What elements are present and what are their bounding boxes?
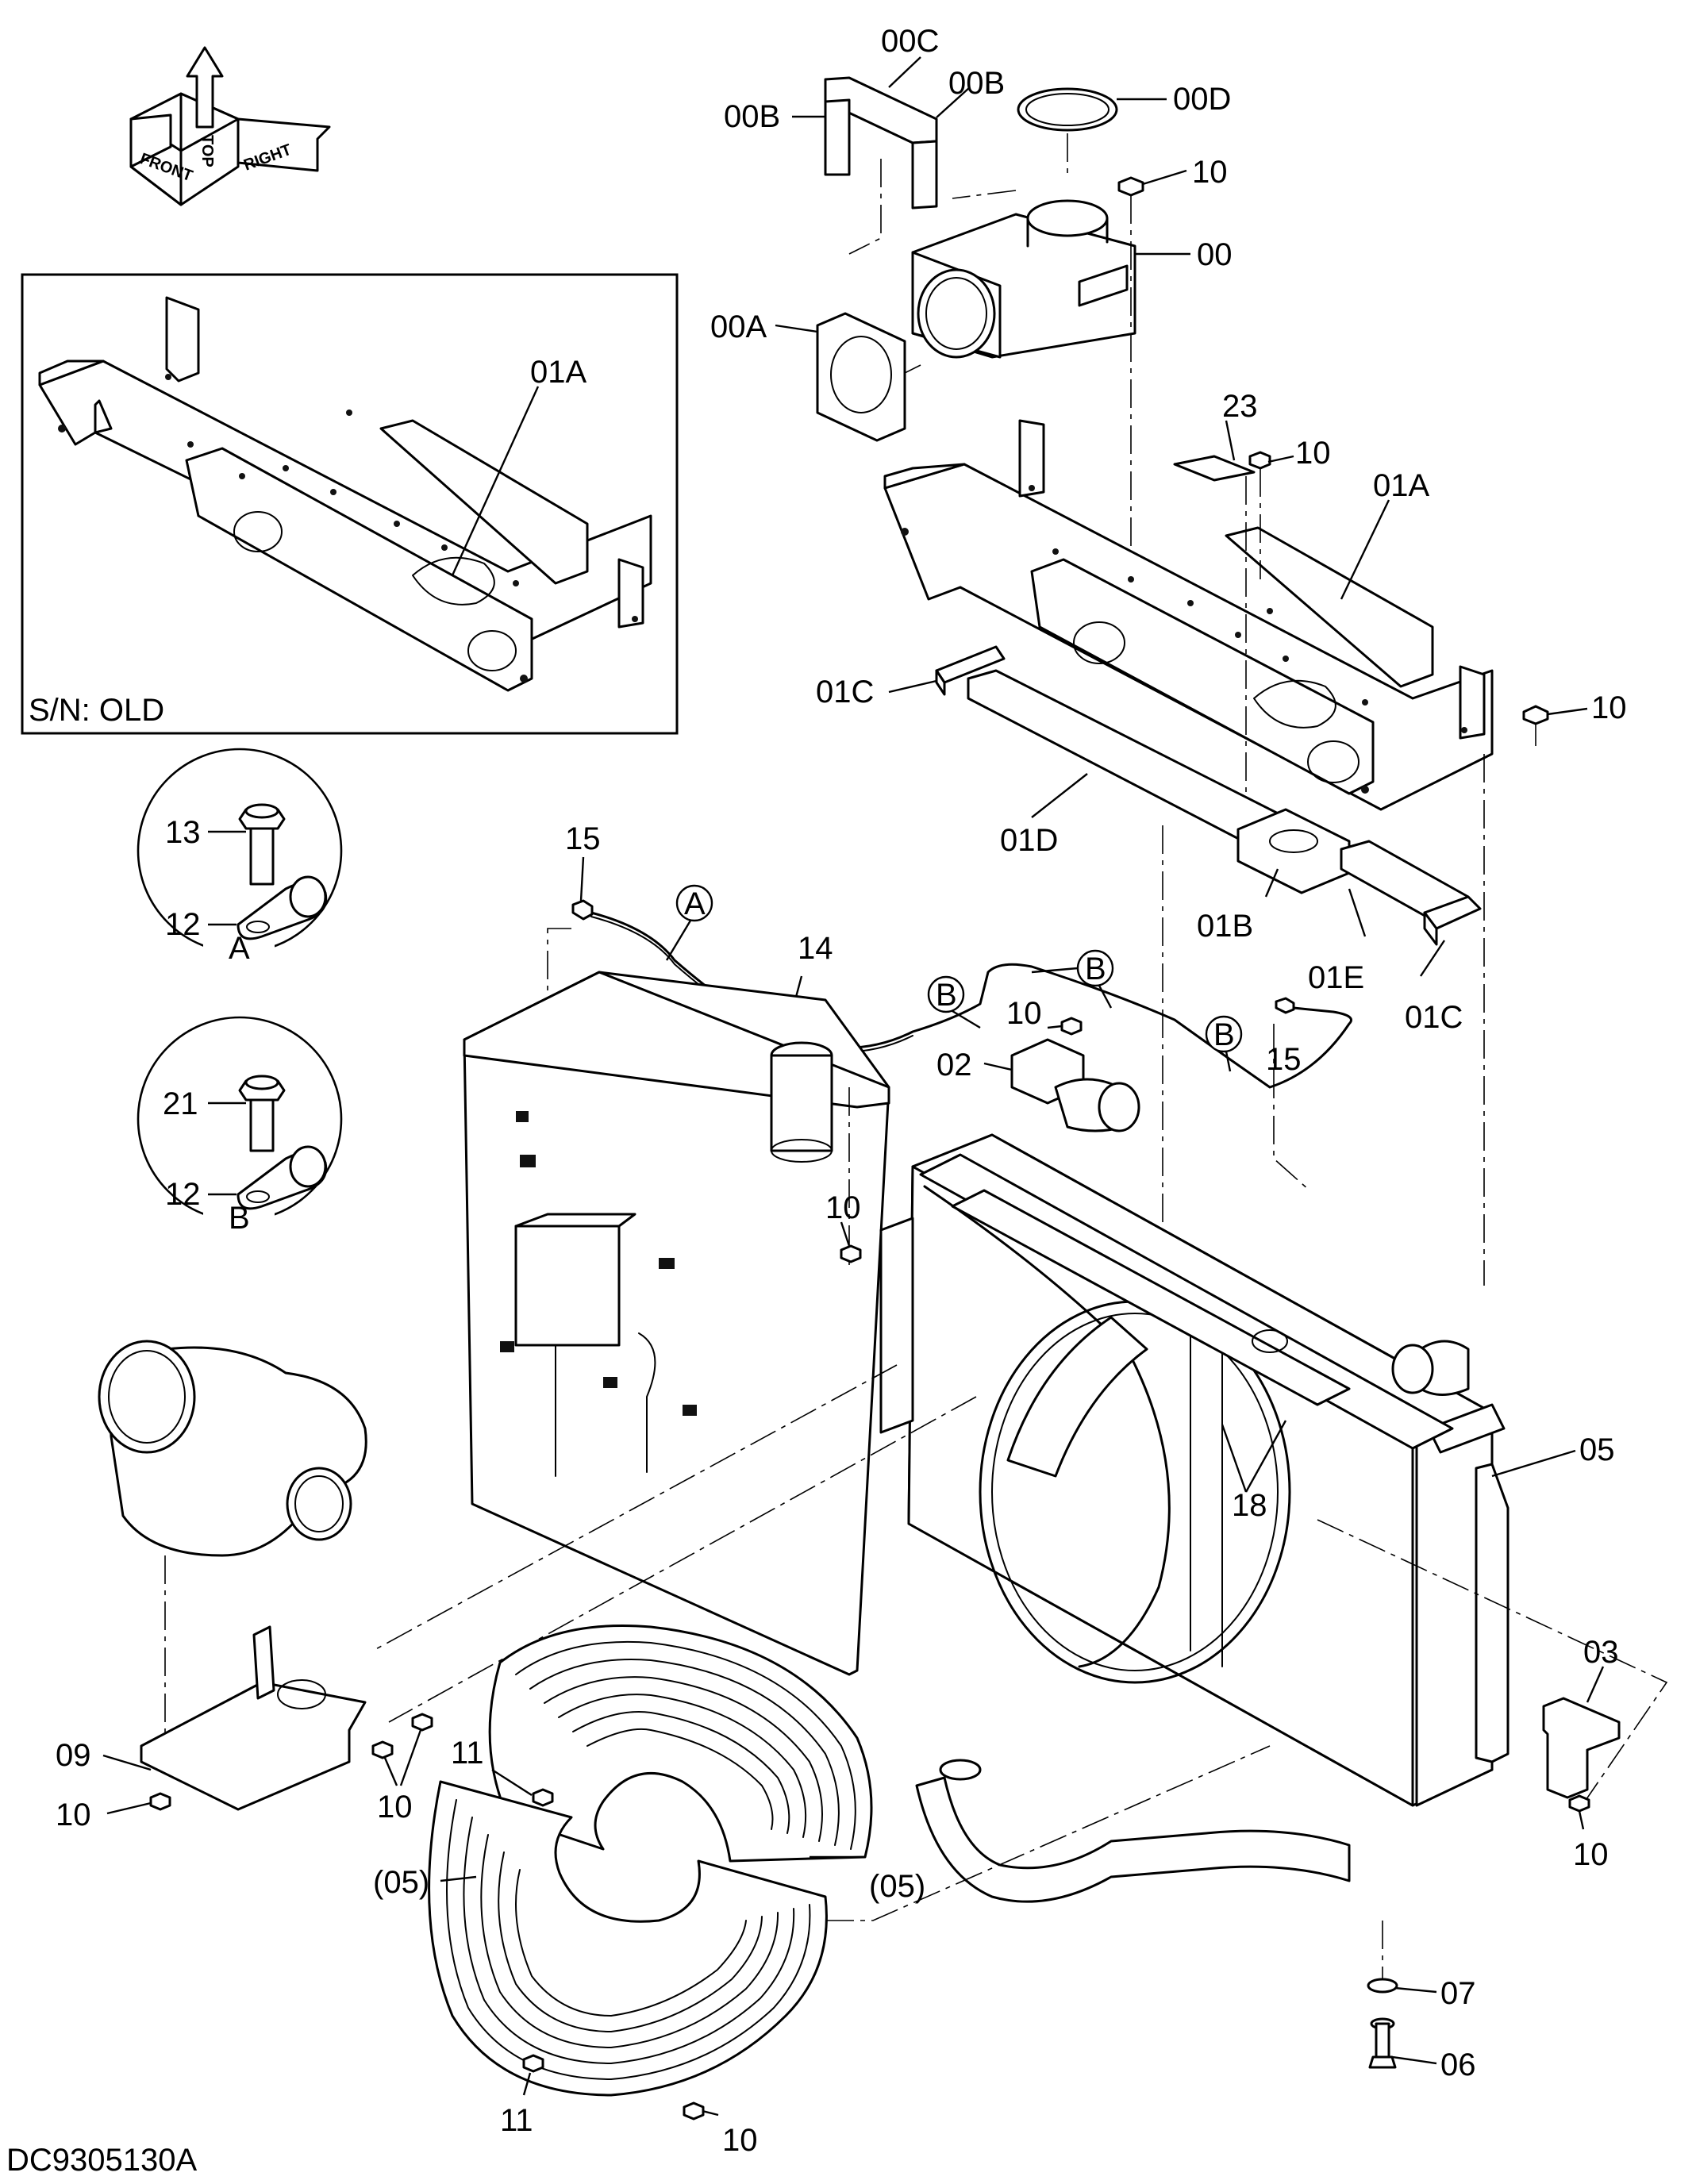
callout-11-lower: 11 [500, 2103, 533, 2138]
detail-b-bolt-label: 21 [163, 1086, 198, 1121]
callout-11-upper: 11 [451, 1736, 484, 1771]
tag-b2: B [1085, 952, 1106, 986]
callout-01D: 01D [1000, 823, 1058, 858]
detail-b-title: B [229, 1201, 250, 1236]
callout-05: 05 [1579, 1432, 1615, 1467]
callout-10-01A: 10 [1295, 436, 1331, 471]
inset-old-serial: S/N: OLD 01A [21, 273, 679, 735]
callout-01E: 01E [1308, 960, 1364, 995]
callout-09: 09 [56, 1738, 91, 1773]
detail-a-bolt-label: 13 [165, 815, 201, 850]
callout-10-09b: 10 [377, 1790, 413, 1824]
callout-06: 06 [1440, 2048, 1476, 2082]
callout-10-03: 10 [1573, 1837, 1609, 1872]
cooler-assembly: 10 18 05 03 10 07 06 [825, 1078, 1668, 2082]
part-00-group: 00B 00C 00B 00D 10 00 00A [710, 24, 1233, 579]
fan-guard-lower: (05) 11 10 [373, 1745, 1271, 2158]
hydraulic-tank [463, 971, 890, 1676]
callout-01B: 01B [1197, 909, 1253, 944]
callout-10-02: 10 [1006, 996, 1042, 1031]
callout-00: 00 [1197, 237, 1233, 272]
callout-01A: 01A [1373, 468, 1429, 503]
detail-a-bolt [238, 803, 286, 886]
callout-18: 18 [1232, 1488, 1267, 1523]
part-23-plate [1173, 455, 1256, 482]
callout-00A: 00A [710, 310, 767, 344]
callout-05-lower: (05) [373, 1865, 429, 1900]
callout-14: 14 [798, 931, 833, 966]
callout-10-bottom: 10 [722, 2123, 758, 2158]
callout-23: 23 [1222, 389, 1258, 424]
callout-01C-right: 01C [1405, 1000, 1463, 1035]
part-01A-bracket: 23 10 01A 10 [883, 389, 1627, 825]
detail-b-clamp [237, 1145, 328, 1210]
callout-03: 03 [1583, 1635, 1619, 1670]
part-09-bracket: 09 10 10 [56, 1625, 433, 1832]
callout-07: 07 [1440, 1976, 1476, 2011]
detail-b: 21 12 B [137, 1016, 343, 1236]
part-06-bolt [1368, 2017, 1397, 2069]
callout-02: 02 [936, 1048, 972, 1082]
callout-00B-left: 00B [724, 99, 780, 134]
detail-a-title: A [229, 931, 250, 966]
screw-10-top [1117, 176, 1144, 579]
orientation-icon: FRONT TOP RIGHT [129, 46, 331, 206]
callout-15-left: 15 [565, 821, 601, 856]
callout-15-right: 15 [1266, 1042, 1302, 1077]
callout-00C: 00C [881, 24, 939, 59]
callout-10-09a: 10 [56, 1798, 91, 1832]
part-03-bracket [1542, 1697, 1621, 1799]
air-cleaner [98, 1340, 977, 1746]
inset-label: S/N: OLD [29, 693, 164, 728]
tag-a: A [684, 886, 706, 921]
drawing-id: DC9305130A [6, 2143, 197, 2178]
callout-05-upper: (05) [869, 1869, 925, 1904]
callout-10-mid: 10 [825, 1190, 861, 1225]
detail-a: 13 12 A [137, 748, 343, 966]
detail-b-clamp-label: 12 [165, 1177, 201, 1212]
detail-b-bolt [238, 1075, 286, 1152]
orientation-top-label: TOP [198, 135, 216, 167]
callout-10-right: 10 [1591, 690, 1627, 725]
fan-guard-upper: 11 (05) [451, 1624, 925, 1904]
callout-01C-left: 01C [816, 675, 874, 709]
callout-10-top: 10 [1192, 155, 1228, 190]
tag-b3: B [1213, 1017, 1235, 1052]
callout-00D: 00D [1173, 82, 1231, 117]
callout-00B-right: 00B [948, 66, 1005, 101]
detail-a-clamp-label: 12 [165, 907, 201, 942]
part-01-rails: 01C 01D 01B 01E 01C [816, 645, 1485, 1286]
part-07-washer [1367, 1978, 1398, 1994]
tag-b1: B [936, 978, 957, 1013]
callout-01A-inset: 01A [530, 355, 586, 390]
inset-bracket-drawing [38, 296, 652, 692]
detail-a-clamp [237, 875, 328, 940]
